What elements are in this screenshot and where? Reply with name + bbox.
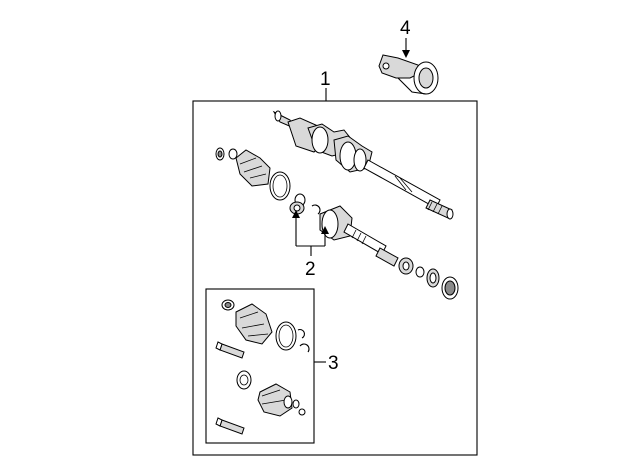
callout-2: 2	[292, 210, 329, 280]
callout-3-label: 3	[328, 353, 339, 374]
inner-joint-assembly	[319, 205, 459, 300]
callout-1-label: 1	[320, 69, 331, 90]
callout-2-label: 2	[305, 259, 316, 280]
boot-kit-frame	[205, 288, 315, 444]
part-4-bearing-bracket: 4	[378, 18, 439, 95]
boot-kit-outer	[215, 299, 310, 359]
callout-4-label: 4	[400, 18, 411, 39]
axle-shaft-assembly	[272, 110, 454, 220]
boot-kit-inner	[215, 370, 306, 435]
callout-4-arrowhead	[402, 50, 410, 58]
outer-boot-kit	[215, 147, 321, 215]
assembly-frame	[192, 100, 478, 456]
